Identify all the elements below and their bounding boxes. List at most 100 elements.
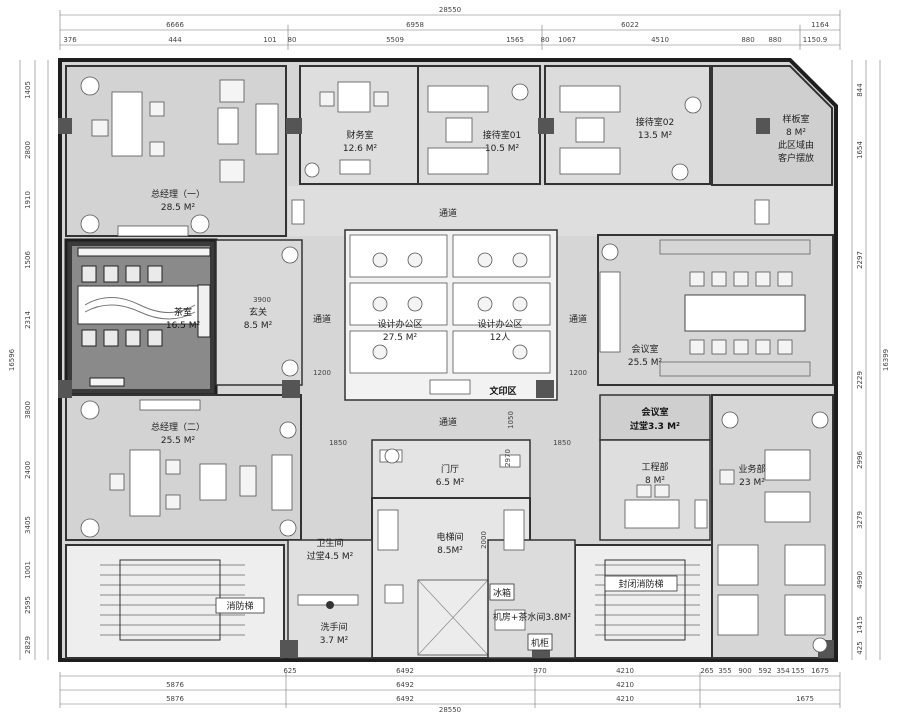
inner-dim-3: 1200	[569, 369, 587, 377]
dim-r-9: 425	[856, 641, 864, 654]
room-print-name: 文印区	[488, 385, 516, 397]
dim-botx-4: 4210	[616, 667, 634, 675]
dim-botx-3: 970	[533, 667, 546, 675]
dimension-texts: 28550 6666 6958 6022 1164 376 444 101 80…	[8, 6, 890, 714]
dim-left-overall: 16596	[8, 348, 16, 371]
dim-l-7: 2400	[24, 461, 32, 479]
dim-right-overall: 16399	[882, 349, 890, 371]
room-meeting-pass-name: 会议室	[641, 406, 668, 418]
room-washroom-area: 3.7 M²	[320, 636, 349, 646]
dim-l-4: 1506	[24, 251, 32, 269]
room-meeting-area: 25.5 M²	[628, 358, 663, 368]
room-finance-name: 财务室	[346, 129, 373, 141]
inner-dim-5: 1850	[553, 439, 571, 447]
room-toilet-name: 卫生间	[316, 537, 343, 549]
dim-botx-5: 265	[700, 667, 713, 675]
dim-top2-11: 880	[768, 36, 781, 44]
room-sample-note2: 客户摆放	[778, 152, 814, 164]
corridor-right-label: 通道	[569, 313, 587, 325]
room-fire-stair-name: 消防梯	[226, 600, 253, 612]
dim-r-1: 844	[856, 83, 864, 97]
room-meeting-name: 会议室	[631, 343, 658, 355]
dim-top2-10: 880	[741, 36, 754, 44]
room-business-name: 业务部	[738, 463, 765, 475]
room-lobby-area: 6.5 M²	[436, 478, 465, 488]
dim-top2-9: 4510	[651, 36, 669, 44]
dim-bot2-2: 6492	[396, 695, 414, 703]
dim-top2-7: 80	[541, 36, 550, 44]
dim-l-8: 3405	[24, 516, 32, 534]
dimension-lines	[19, 10, 881, 708]
corridor-mid-label: 通道	[439, 416, 457, 428]
rooms	[64, 65, 834, 659]
dim-botx-2: 6492	[396, 667, 414, 675]
inner-dim-6: 2000	[480, 531, 488, 549]
dim-top-2: 6958	[406, 21, 424, 29]
dim-l-10: 2595	[24, 596, 32, 614]
inner-dim-1: 3900	[253, 296, 271, 304]
dim-r-2: 1654	[856, 141, 864, 159]
inner-dim-8: 2970	[504, 449, 512, 467]
dim-botx-6: 355	[718, 667, 731, 675]
room-engineering-area: 8 M²	[645, 476, 665, 486]
room-design2-area: 12人	[490, 332, 510, 343]
room-closed-fire-stair-name: 封闭消防梯	[618, 578, 663, 590]
dim-r-6: 3279	[856, 511, 864, 529]
dim-r-4: 2229	[856, 371, 864, 389]
room-lobby-name: 门厅	[441, 463, 459, 475]
dim-bottom-overall: 28550	[439, 706, 461, 714]
dim-botx-10: 155	[791, 667, 804, 675]
dim-botx-8: 592	[758, 667, 771, 675]
corridor-top-label: 通道	[439, 207, 457, 219]
room-cabinet-name: 机柜	[531, 637, 549, 649]
dim-l-5: 2314	[24, 311, 32, 329]
dim-top2-6: 1565	[506, 36, 524, 44]
dim-botx-11: 1675	[811, 667, 829, 675]
room-meeting-pass-area: 过堂3.3 M²	[630, 420, 680, 432]
dim-l-6: 3800	[24, 401, 32, 419]
dim-top2-4: 80	[288, 36, 297, 44]
dim-r-5: 2996	[856, 451, 864, 469]
labels: 总经理（一） 28.5 M² 财务室 12.6 M² 接待室01 10.5 M²…	[151, 113, 814, 651]
room-reception2-area: 13.5 M²	[638, 131, 673, 141]
room-machine-tea-name: 机房+茶水间3.8M²	[493, 611, 572, 623]
room-fridge-name: 冰箱	[493, 587, 511, 599]
room-sample-name: 样板室	[782, 113, 809, 125]
room-design1-name: 设计办公区	[377, 318, 422, 330]
room-engineering-name: 工程部	[641, 461, 668, 473]
dim-bot2-1: 5876	[166, 695, 184, 703]
room-finance-area: 12.6 M²	[343, 144, 378, 154]
room-design1-area: 27.5 M²	[383, 333, 418, 343]
dim-top2-3: 101	[263, 36, 276, 44]
dim-bot-2: 6492	[396, 681, 414, 689]
room-tea-area: 16.5 M²	[166, 321, 201, 331]
dim-top-4: 1164	[811, 21, 829, 29]
dim-top2-8: 1067	[558, 36, 576, 44]
dim-botx-7: 900	[738, 667, 751, 675]
room-business-area: 23 M²	[739, 478, 765, 488]
corridor-left-label: 通道	[313, 313, 331, 325]
dim-botx-1: 625	[283, 667, 296, 675]
dim-l-11: 2829	[24, 636, 32, 654]
room-design2-name: 设计办公区	[477, 318, 522, 330]
room-gm2-area: 25.5 M²	[161, 436, 196, 446]
room-gm1-area: 28.5 M²	[161, 203, 196, 213]
dim-r-7: 4990	[856, 571, 864, 589]
dim-bot-3: 4210	[616, 681, 634, 689]
inner-dim-4: 1850	[329, 439, 347, 447]
room-reception1-name: 接待室01	[483, 129, 521, 141]
room-tea-name: 茶室	[174, 306, 192, 318]
dim-l-1: 1405	[24, 81, 32, 99]
dim-r-8: 1415	[856, 616, 864, 634]
dim-top2-1: 376	[63, 36, 77, 44]
dim-top-1: 6666	[166, 21, 184, 29]
dim-top-3: 6022	[621, 21, 639, 29]
dim-l-2: 2800	[24, 141, 32, 159]
room-reception2-name: 接待室02	[636, 116, 674, 128]
dim-bot2-4: 1675	[796, 695, 814, 703]
room-elevator-area: 8.5M²	[437, 546, 463, 556]
room-sample-note1: 此区域由	[778, 139, 814, 151]
dim-bot2-3: 4210	[616, 695, 634, 703]
dim-top2-5: 5509	[386, 36, 404, 44]
